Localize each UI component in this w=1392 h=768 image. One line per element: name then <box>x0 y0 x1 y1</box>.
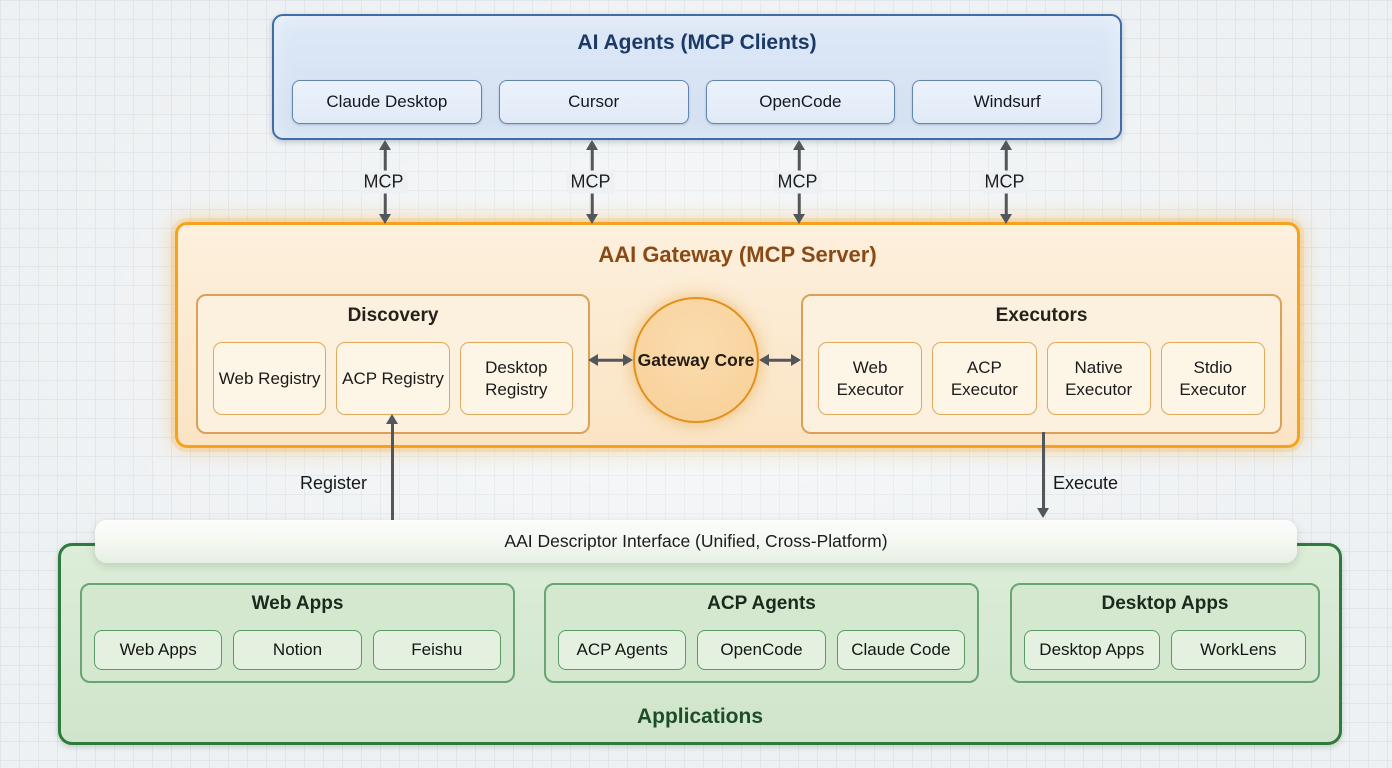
node-worklens: WorkLens <box>1170 630 1306 670</box>
node-desktop-registry: Desktop Registry <box>459 342 573 415</box>
arrow-down-icon <box>379 214 391 224</box>
executors-row: Web Executor ACP Executor Native Executo… <box>818 342 1265 415</box>
arrow-up-icon <box>386 414 398 424</box>
executors-panel: Executors Web Executor ACP Executor Nati… <box>801 294 1282 434</box>
web-apps-group: Web Apps Web Apps Notion Feishu <box>80 583 515 683</box>
node-acp-executor: ACP Executor <box>932 342 1037 415</box>
mcp-label: MCP <box>359 170 408 194</box>
ai-agents-title: AI Agents (MCP Clients) <box>577 31 817 54</box>
node-desktop-apps: Desktop Apps <box>1024 630 1160 670</box>
ai-agents-box: AI Agents (MCP Clients) Claude Desktop C… <box>272 14 1122 140</box>
discovery-panel: Discovery Web Registry ACP Registry Desk… <box>196 294 590 434</box>
discovery-row: Web Registry ACP Registry Desktop Regist… <box>213 342 573 415</box>
ai-agents-row: Claude Desktop Cursor OpenCode Windsurf <box>292 80 1102 124</box>
node-acp-agents: ACP Agents <box>558 630 687 670</box>
core-executors-arrow <box>759 351 801 369</box>
arrow-up-icon <box>586 140 598 150</box>
mcp-label: MCP <box>773 170 822 194</box>
node-feishu: Feishu <box>372 630 501 670</box>
gateway-core-node: Gateway Core <box>633 297 759 423</box>
node-web-apps: Web Apps <box>94 630 223 670</box>
arrow-line <box>391 423 394 520</box>
descriptor-interface-bar: AAI Descriptor Interface (Unified, Cross… <box>95 520 1297 563</box>
acp-agents-group-title: ACP Agents <box>707 593 816 614</box>
arrow-right-icon <box>791 354 801 366</box>
node-claude-code: Claude Code <box>836 630 965 670</box>
arrow-line <box>1042 432 1045 509</box>
desktop-apps-row: Desktop Apps WorkLens <box>1024 630 1306 670</box>
acp-agents-group: ACP Agents ACP Agents OpenCode Claude Co… <box>544 583 979 683</box>
execute-label: Execute <box>1053 473 1119 493</box>
arrow-down-icon <box>1037 508 1049 518</box>
web-apps-row: Web Apps Notion Feishu <box>94 630 501 670</box>
node-web-registry: Web Registry <box>213 342 327 415</box>
agent-node-opencode: OpenCode <box>705 80 896 124</box>
arrow-up-icon <box>379 140 391 150</box>
arrow-line <box>766 358 794 362</box>
node-acp-registry: ACP Registry <box>336 342 450 415</box>
node-stdio-executor: Stdio Executor <box>1160 342 1265 415</box>
arrow-right-icon <box>623 354 633 366</box>
arrow-left-icon <box>759 354 769 366</box>
discovery-core-arrow <box>588 351 633 369</box>
desktop-apps-group: Desktop Apps Desktop Apps WorkLens <box>1010 583 1320 683</box>
arrow-up-icon <box>1000 140 1012 150</box>
arrow-down-icon <box>1000 214 1012 224</box>
aai-gateway-title: AAI Gateway (MCP Server) <box>598 242 877 267</box>
acp-agents-row: ACP Agents OpenCode Claude Code <box>558 630 965 670</box>
discovery-title: Discovery <box>347 305 439 326</box>
mcp-label: MCP <box>980 170 1029 194</box>
node-native-executor: Native Executor <box>1046 342 1151 415</box>
web-apps-group-title: Web Apps <box>251 593 344 614</box>
arrow-down-icon <box>586 214 598 224</box>
applications-box: Web Apps Web Apps Notion Feishu ACP Agen… <box>58 543 1342 745</box>
arrow-line <box>595 358 626 362</box>
mcp-arrow-2: MCP <box>566 140 615 224</box>
mcp-arrow-4: MCP <box>980 140 1029 224</box>
agent-node-claude-desktop: Claude Desktop <box>292 80 482 124</box>
arrow-left-icon <box>588 354 598 366</box>
desktop-apps-group-title: Desktop Apps <box>1101 593 1229 614</box>
node-notion: Notion <box>233 630 362 670</box>
node-opencode: OpenCode <box>697 630 826 670</box>
register-label: Register <box>300 473 368 493</box>
agent-node-cursor: Cursor <box>498 80 689 124</box>
mcp-label: MCP <box>566 170 615 194</box>
mcp-arrow-1: MCP <box>359 140 408 224</box>
arrow-down-icon <box>793 214 805 224</box>
mcp-arrow-3: MCP <box>773 140 822 224</box>
node-web-executor: Web Executor <box>818 342 923 415</box>
executors-title: Executors <box>995 305 1088 326</box>
arrow-up-icon <box>793 140 805 150</box>
applications-title: Applications <box>636 705 763 728</box>
agent-node-windsurf: Windsurf <box>912 80 1102 124</box>
